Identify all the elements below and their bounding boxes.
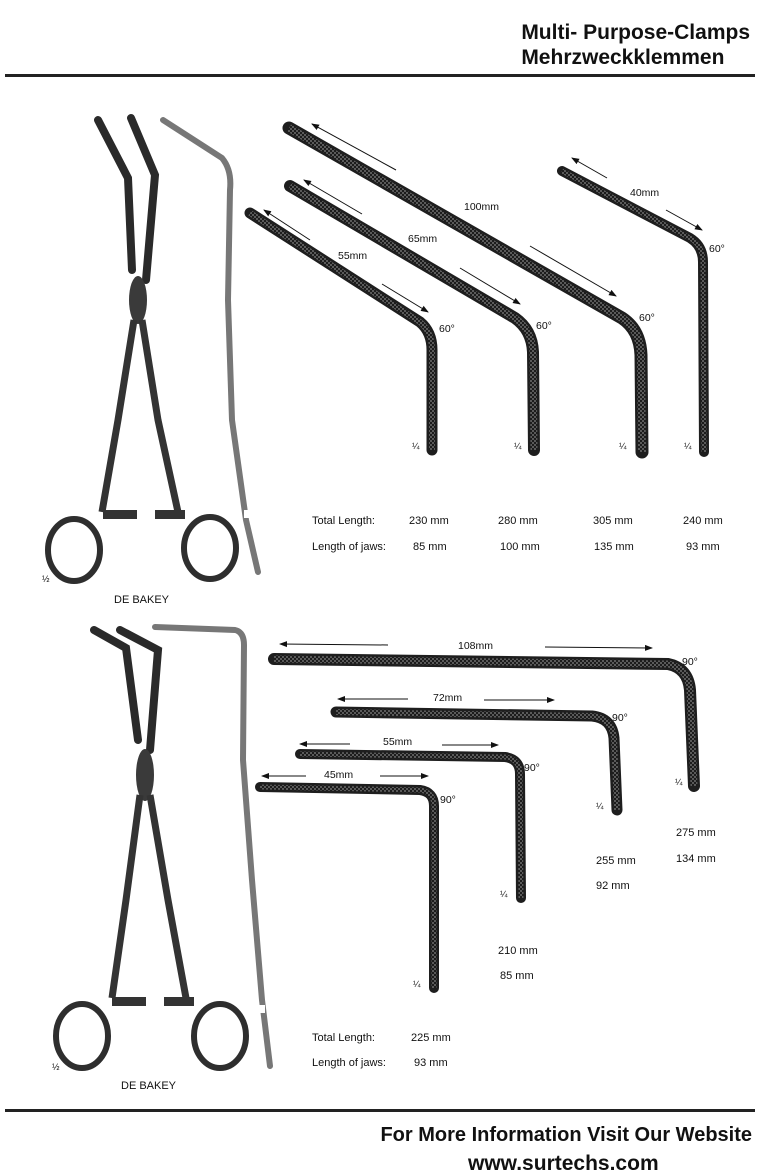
top-scale-label: ½ — [42, 574, 50, 584]
top-dim-55mm: 55mm — [338, 250, 368, 262]
top-dim-100mm: 100mm — [464, 201, 500, 213]
footer-rule — [5, 1109, 755, 1112]
top-jaw-scale-2: ¼ — [514, 441, 522, 451]
bottom-total-45mm: 225 mm — [411, 1032, 451, 1044]
bottom-angle-72mm: 90° — [612, 712, 628, 724]
top-angle-65mm: 60° — [536, 320, 552, 332]
bottom-dim-72mm: 72mm — [433, 692, 463, 704]
bottom-angle-108mm: 90° — [682, 656, 698, 668]
bottom-angle-45mm: 90° — [440, 794, 456, 806]
top-dim-65mm: 65mm — [408, 233, 438, 245]
footer-info: For More Information Visit Our Website — [380, 1124, 752, 1146]
top-jaws-100mm: 135 mm — [594, 541, 634, 553]
header-rule — [5, 74, 755, 77]
bottom-jaw-length-label: Length of jaws: — [312, 1057, 386, 1069]
top-total-55mm: 230 mm — [409, 515, 449, 527]
bottom-jaws-45mm: 93 mm — [414, 1057, 448, 1069]
bottom-jaw-72mm — [330, 706, 623, 816]
top-jaw-scale-1: ¼ — [412, 441, 420, 451]
top-jaw-55mm — [244, 207, 438, 456]
top-angle-100mm: 60° — [639, 312, 655, 324]
bottom-jaws-72mm: 92 mm — [596, 880, 630, 892]
title-english: Multi- Purpose-Clamps — [521, 21, 750, 44]
bottom-total-72mm: 255 mm — [596, 855, 636, 867]
bottom-jaw-scale-4: ¼ — [675, 777, 683, 787]
bottom-jaws-55mm: 85 mm — [500, 970, 534, 982]
top-jaws-55mm: 85 mm — [413, 541, 447, 553]
top-angle-40mm: 60° — [709, 243, 725, 255]
bottom-jaw-108mm — [268, 653, 700, 792]
top-clamp-drawing — [45, 114, 261, 584]
top-dim-40mm: 40mm — [630, 187, 660, 199]
top-jaw-scale-3: ¼ — [619, 441, 627, 451]
bottom-jaw-55mm — [295, 749, 526, 903]
bottom-total-108mm: 275 mm — [676, 827, 716, 839]
bottom-total-length-label: Total Length: — [312, 1032, 375, 1044]
bottom-total-55mm: 210 mm — [498, 945, 538, 957]
bottom-scale-label: ½ — [52, 1062, 60, 1072]
bottom-jaws-108mm: 134 mm — [676, 853, 716, 865]
title-german: Mehrzweckklemmen — [521, 46, 725, 69]
top-jaw-65mm — [284, 180, 540, 456]
top-dimension-arrows — [263, 123, 703, 313]
top-instrument-name: DE BAKEY — [114, 594, 170, 606]
top-jaw-length-label: Length of jaws: — [312, 541, 386, 553]
bottom-jaw-scale-2: ¼ — [500, 889, 508, 899]
bottom-instrument-name: DE BAKEY — [121, 1080, 177, 1092]
bottom-dim-45mm: 45mm — [324, 769, 354, 781]
bottom-jaw-45mm — [255, 782, 439, 993]
bottom-jaw-scale-1: ¼ — [413, 979, 421, 989]
bottom-clamp-drawing — [53, 624, 273, 1071]
bottom-jaw-scale-3: ¼ — [596, 801, 604, 811]
top-jaws-40mm: 93 mm — [686, 541, 720, 553]
bottom-dim-108mm: 108mm — [458, 640, 494, 652]
top-total-40mm: 240 mm — [683, 515, 723, 527]
top-total-100mm: 305 mm — [593, 515, 633, 527]
bottom-angle-55mm: 90° — [524, 762, 540, 774]
bottom-dimension-arrows — [261, 641, 653, 779]
top-jaws-65mm: 100 mm — [500, 541, 540, 553]
top-total-65mm: 280 mm — [498, 515, 538, 527]
top-jaw-100mm — [282, 121, 649, 459]
top-jaw-40mm — [557, 166, 709, 457]
top-angle-55mm: 60° — [439, 323, 455, 335]
top-total-length-label: Total Length: — [312, 515, 375, 527]
top-jaw-scale-4: ¼ — [684, 441, 692, 451]
bottom-dim-55mm: 55mm — [383, 736, 413, 748]
page-title: Multi- Purpose-Clamps Mehrzweckklemmen — [521, 20, 750, 70]
footer-website-link[interactable]: www.surtechs.com — [468, 1152, 659, 1175]
